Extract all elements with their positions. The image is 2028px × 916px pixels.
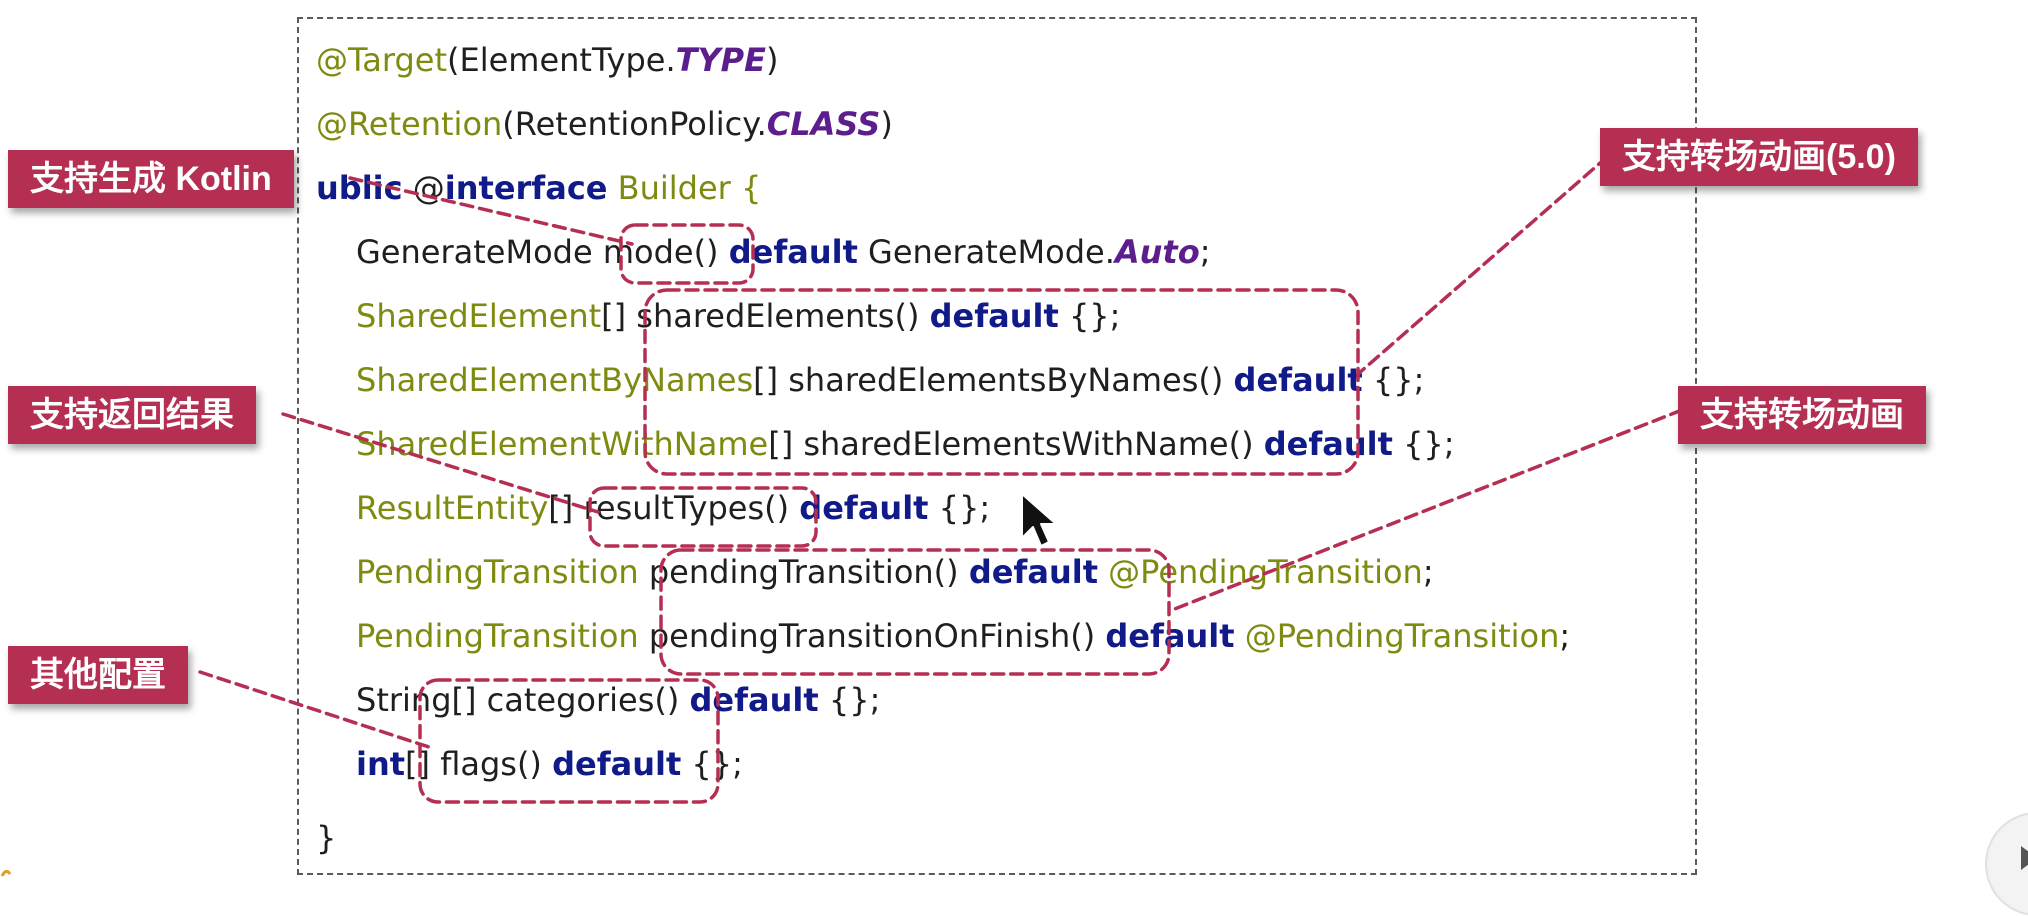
pending-transition-highlight-box: [659, 548, 1171, 676]
mode-highlight-box: [619, 223, 755, 285]
kotlin-connector: [348, 176, 634, 246]
callout-anim: 支持转场动画: [1678, 386, 1926, 444]
code-line-3: ublic @interface Builder {: [316, 158, 761, 218]
method-name: pendingTransition(): [648, 553, 959, 591]
code-text: ): [765, 41, 779, 79]
code-text: (ElementType.: [447, 41, 676, 79]
type-constant: TYPE: [675, 41, 766, 79]
other-config-highlight-box: [418, 678, 720, 804]
code-text: []: [601, 297, 637, 335]
code-text: []: [405, 745, 441, 783]
code-line-6: SharedElementByNames[] sharedElementsByN…: [316, 350, 1424, 410]
code-text: {};: [818, 681, 881, 719]
code-line-10: PendingTransition pendingTransitionOnFin…: [316, 606, 1570, 666]
method-name: pendingTransitionOnFinish(): [648, 617, 1096, 655]
code-line-7: SharedElementWithName[] sharedElementsWi…: [316, 414, 1455, 474]
code-line-1: @Target(ElementType.TYPE): [316, 30, 778, 90]
code-line-9: PendingTransition pendingTransition() de…: [316, 542, 1434, 602]
default-keyword: default: [689, 681, 819, 719]
method-name: flags(): [440, 745, 542, 783]
callout-other: 其他配置: [8, 646, 188, 704]
default-keyword: default: [799, 489, 929, 527]
code-line-11: String[] categories() default {};: [316, 670, 880, 730]
code-line-5: SharedElement[] sharedElements() default…: [316, 286, 1120, 346]
default-keyword: default: [929, 297, 1059, 335]
result-types-highlight-box: [588, 486, 818, 548]
callout-shared-anim-50: 支持转场动画(5.0): [1600, 128, 1918, 186]
code-line-2: @Retention(RetentionPolicy.CLASS): [316, 94, 893, 154]
interface-keyword: interface: [444, 169, 608, 207]
builder-name: Builder {: [607, 169, 762, 207]
other-connector: [198, 670, 434, 750]
code-text: ): [880, 105, 893, 143]
shared-anim-50-connector: [1356, 142, 1624, 376]
code-text: GenerateMode.: [857, 233, 1115, 271]
code-text: ;: [1199, 233, 1211, 271]
edge-mark-icon: [0, 869, 12, 877]
code-text: {};: [928, 489, 991, 527]
type-name: SharedElement: [356, 297, 602, 335]
method-name: resultTypes(): [583, 489, 790, 527]
mouse-pointer-icon: [1020, 492, 1060, 554]
method-name: sharedElements(): [636, 297, 920, 335]
code-text: (RetentionPolicy.: [502, 105, 767, 143]
method-name: sharedElementsWithName(): [803, 425, 1254, 463]
play-triangle-icon: [2021, 846, 2028, 870]
type-name: String[]: [356, 681, 487, 719]
code-text: @: [402, 169, 445, 207]
int-keyword: int: [356, 745, 406, 783]
code-text: []: [753, 361, 789, 399]
code-text: []: [548, 489, 584, 527]
method-name: categories(): [486, 681, 680, 719]
code-line-8: ResultEntity[] resultTypes() default {};: [316, 478, 990, 538]
code-text: []: [768, 425, 804, 463]
anim-connector: [1170, 408, 1684, 612]
callout-result: 支持返回结果: [8, 386, 256, 444]
type-name: PendingTransition: [356, 553, 639, 591]
type-name: PendingTransition: [356, 617, 639, 655]
code-text: ;: [1559, 617, 1571, 655]
pending-annotation: @PendingTransition: [1234, 617, 1560, 655]
code-text: {};: [1392, 425, 1455, 463]
type-name: SharedElementByNames: [356, 361, 754, 399]
default-keyword: default: [728, 233, 858, 271]
code-text: ;: [1422, 553, 1434, 591]
shared-elements-highlight-box: [643, 288, 1360, 476]
retention-annotation: @Retention: [316, 105, 503, 143]
highlight-overlay: [198, 142, 1684, 804]
result-connector: [281, 412, 600, 514]
auto-constant: Auto: [1114, 233, 1200, 271]
code-line-4: GenerateMode mode() default GenerateMode…: [316, 222, 1210, 282]
type-name: GenerateMode: [356, 233, 603, 271]
class-constant: CLASS: [766, 105, 881, 143]
code-text: {};: [1362, 361, 1425, 399]
type-name: SharedElementWithName: [356, 425, 769, 463]
method-name: sharedElementsByNames(): [788, 361, 1224, 399]
code-line-13: }: [316, 808, 336, 868]
default-keyword: default: [552, 745, 682, 783]
callout-kotlin: 支持生成 Kotlin: [8, 150, 294, 208]
code-frame: [297, 17, 1697, 875]
code-text: {};: [1058, 297, 1121, 335]
default-keyword: default: [968, 553, 1098, 591]
closing-brace: }: [316, 819, 337, 857]
default-keyword: default: [1233, 361, 1363, 399]
target-annotation: @Target: [316, 41, 447, 79]
type-name: ResultEntity: [356, 489, 549, 527]
default-keyword: default: [1263, 425, 1393, 463]
